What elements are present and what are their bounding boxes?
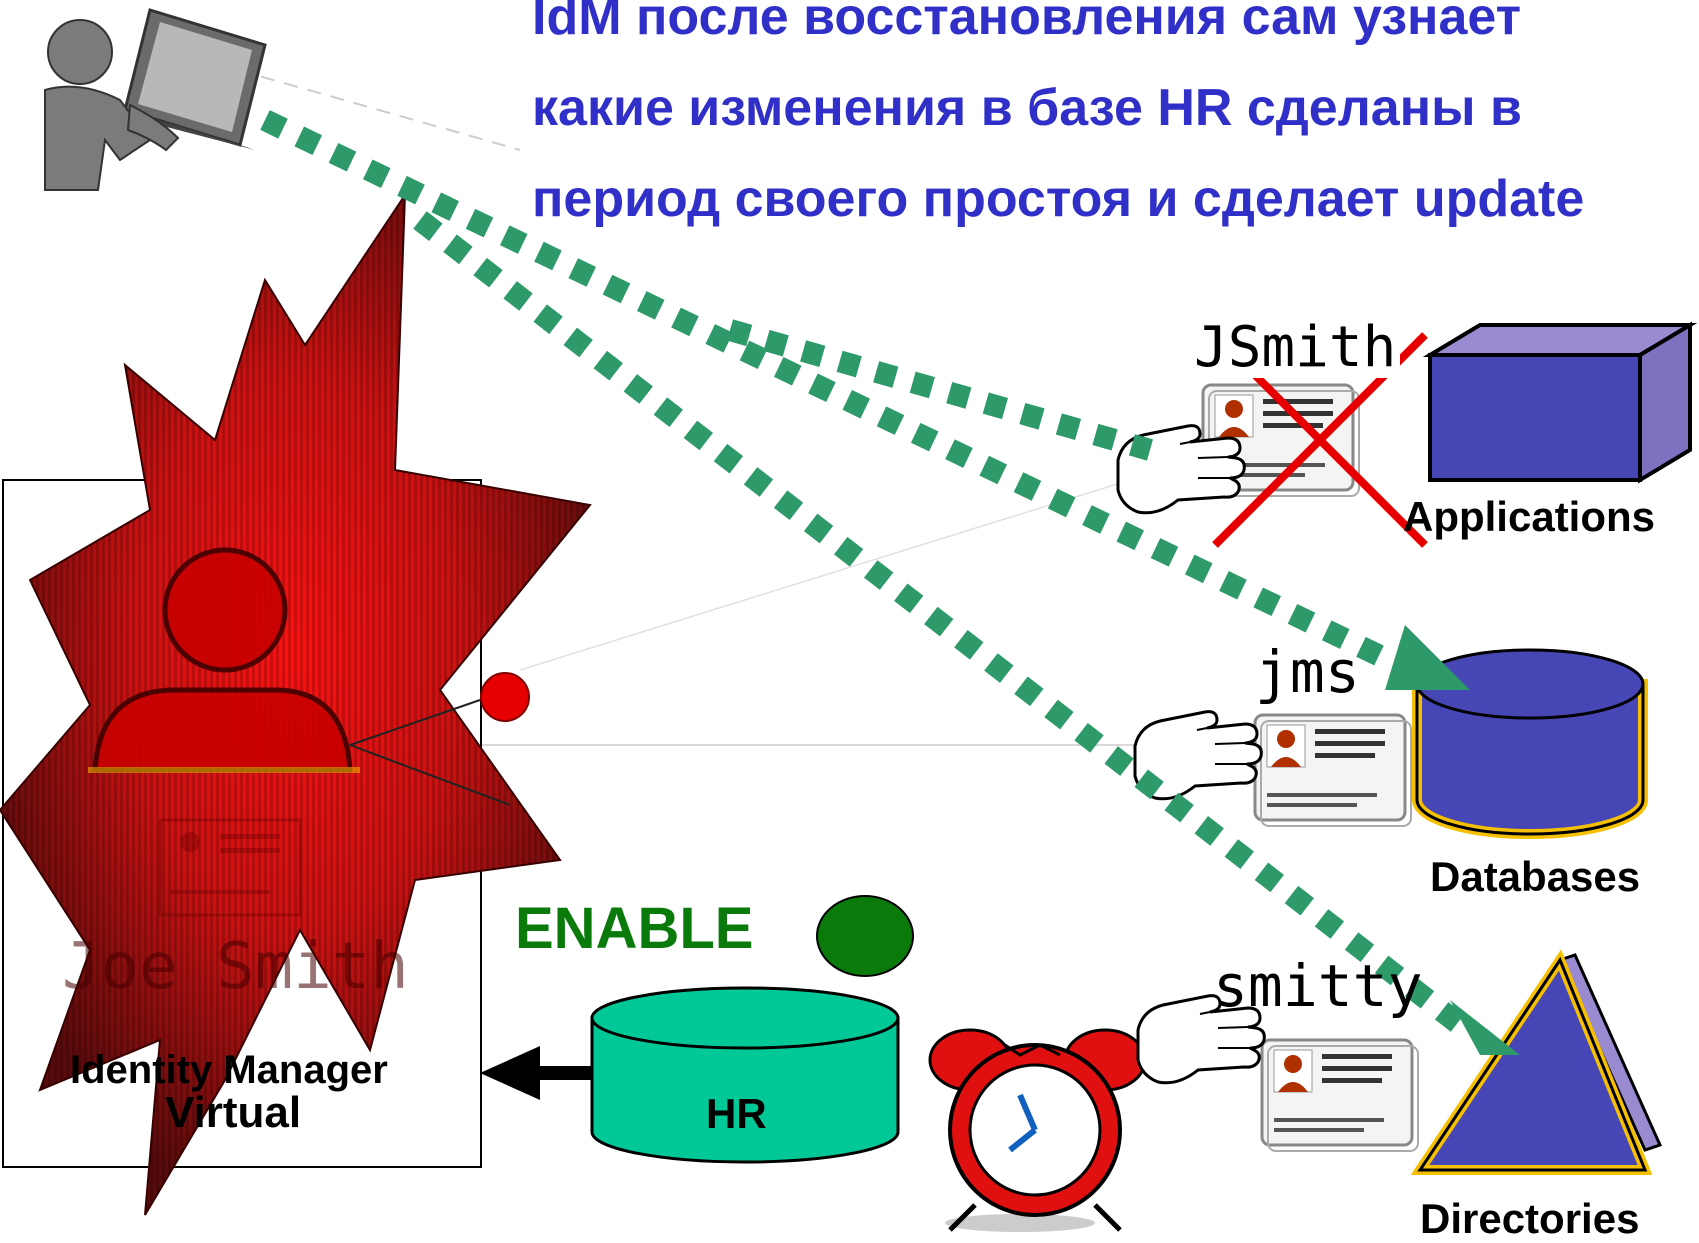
hr-label: HR: [706, 1090, 767, 1137]
databases-label: Databases: [1430, 853, 1641, 900]
databases-id-card: [1253, 713, 1413, 828]
virtual-label: Virtual: [165, 1088, 302, 1137]
identity-manager-label: Identity Manager: [70, 1048, 388, 1092]
flow-arrow-segment: [726, 319, 1154, 461]
fault-indicator: [480, 672, 530, 722]
headline-line-3: период своего простоя и сделает update: [532, 170, 1585, 228]
connector-line: [349, 699, 481, 746]
applications-account-id: JSmith: [1190, 318, 1401, 378]
directories-account-id: smitty: [1213, 952, 1423, 1020]
sync-arrow: [480, 1046, 593, 1100]
user-card-icon: [158, 818, 302, 917]
databases-icon: [1412, 648, 1648, 839]
directories-icon: [1410, 949, 1663, 1175]
flow-arrow-databases: [413, 211, 1520, 1055]
enable-status-label: ENABLE: [515, 896, 754, 961]
hr-database-icon: [590, 986, 900, 1164]
enable-indicator: [816, 895, 914, 977]
applications-label: Applications: [1403, 493, 1656, 540]
connector-line: [349, 744, 511, 806]
admin-at-laptop-icon: [44, 8, 267, 191]
directories-label: Directories: [1420, 1195, 1640, 1242]
directories-id-card: [1260, 1038, 1420, 1153]
headline-line-2: какие изменения в базе HR сделаны в: [532, 79, 1522, 137]
headline-line-1: IdM после восстановления сам узнает: [532, 0, 1522, 46]
link-line-applications: [519, 479, 1131, 671]
databases-account-id: jms: [1255, 638, 1360, 706]
flow-arrow-applications: [260, 110, 1470, 690]
alarm-clock-icon: [928, 1028, 1147, 1232]
slide-headline: IdM после восстановления сам узнает каки…: [532, 0, 1692, 245]
applications-icon: [1422, 321, 1698, 484]
user-name-label: Joe Smith: [62, 930, 409, 1004]
link-line-admin: [237, 69, 521, 151]
user-silhouette-icon: [88, 547, 360, 773]
